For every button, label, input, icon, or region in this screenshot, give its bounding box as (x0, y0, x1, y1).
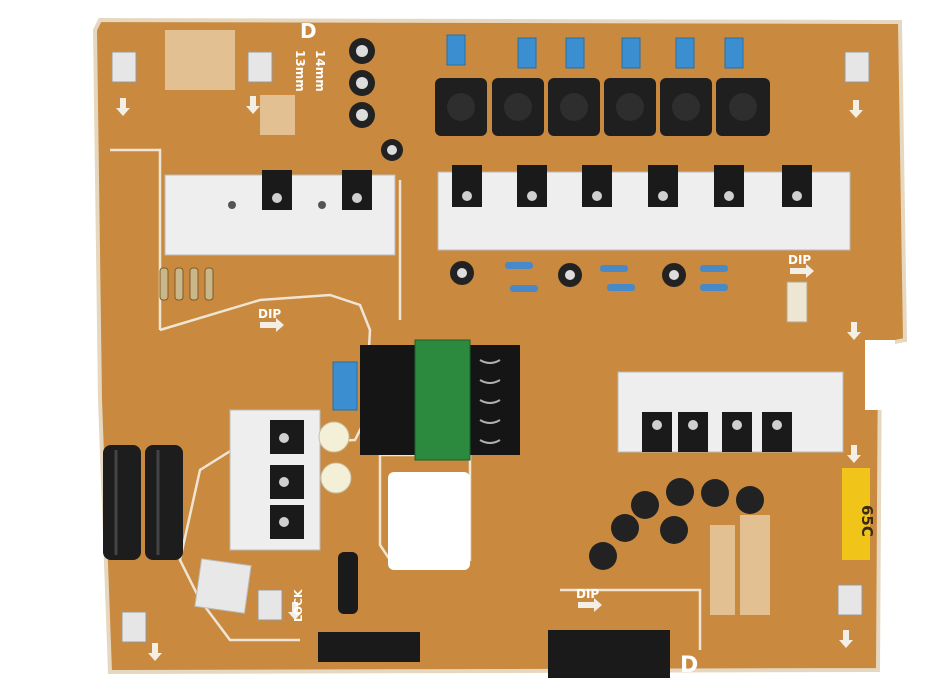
transformer-pins (479, 359, 501, 444)
sticker-code: 65C (858, 505, 876, 537)
electrolytic-caps-lower-right (589, 478, 764, 570)
resistors-left-vertical (159, 267, 214, 301)
electrolytic-caps-top (349, 38, 403, 161)
bulk-capacitors (103, 445, 183, 560)
lock-label: LOCK (292, 589, 305, 622)
connector-bottom-right (548, 630, 670, 678)
transformer-winding (414, 339, 471, 461)
heatsink-hole (228, 201, 236, 209)
inductor-row (435, 78, 770, 136)
label-sticker (842, 468, 870, 560)
dip-label-bottom: DIP (576, 587, 599, 601)
board-corner-cutout (865, 340, 895, 410)
vertical-component (338, 552, 358, 614)
relay-white (194, 558, 252, 614)
resistor-cluster-mid (505, 262, 728, 292)
heatsink-top-right (437, 171, 851, 251)
heatsink-hole (318, 201, 326, 209)
film-capacitor-mid (332, 361, 358, 411)
mosfet-screws-top (462, 191, 802, 201)
dip-label-top-right: DIP (788, 253, 811, 267)
dip-label-left: DIP (258, 307, 281, 321)
ceramic-disc-caps (318, 421, 352, 494)
film-capacitors-top (446, 34, 744, 69)
board-letter-top: D (300, 19, 317, 43)
arrow-icons (116, 96, 863, 661)
mounting-clips (111, 51, 870, 643)
board-letter-bottom: D (680, 653, 698, 678)
connector-bottom-center (318, 632, 420, 662)
dimension-14mm: 14mm (313, 50, 327, 92)
electrolytic-caps-mid (450, 261, 686, 287)
mosfet-group-left (262, 170, 372, 210)
barcode-label (786, 281, 808, 323)
mosfet-group-lower-left (270, 420, 304, 539)
dimension-13mm: 13mm (293, 50, 307, 92)
mosfet-group-right-mid (642, 412, 792, 452)
mosfet-row-top (452, 165, 812, 207)
pad-grid-top-left (165, 30, 770, 615)
board-window (388, 472, 470, 570)
